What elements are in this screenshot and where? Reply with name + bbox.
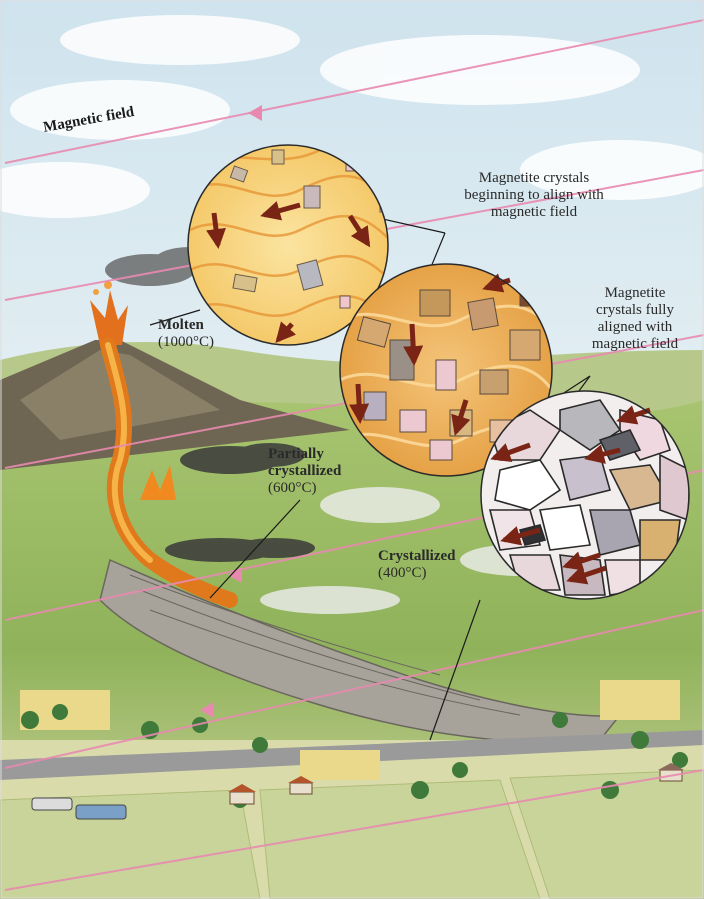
magnetite-fully-label: Magnetite crystals fully aligned with ma… — [568, 285, 702, 353]
magnetite-align-label: Magnetite crystals beginning to align wi… — [438, 170, 630, 221]
crystallized-label: Crystallized (400°C) — [378, 548, 455, 582]
partial-label: Partially crystallized (600°C) — [268, 446, 341, 497]
molten-label: Molten (1000°C) — [158, 317, 214, 351]
crystallized-magnifier — [481, 391, 690, 599]
